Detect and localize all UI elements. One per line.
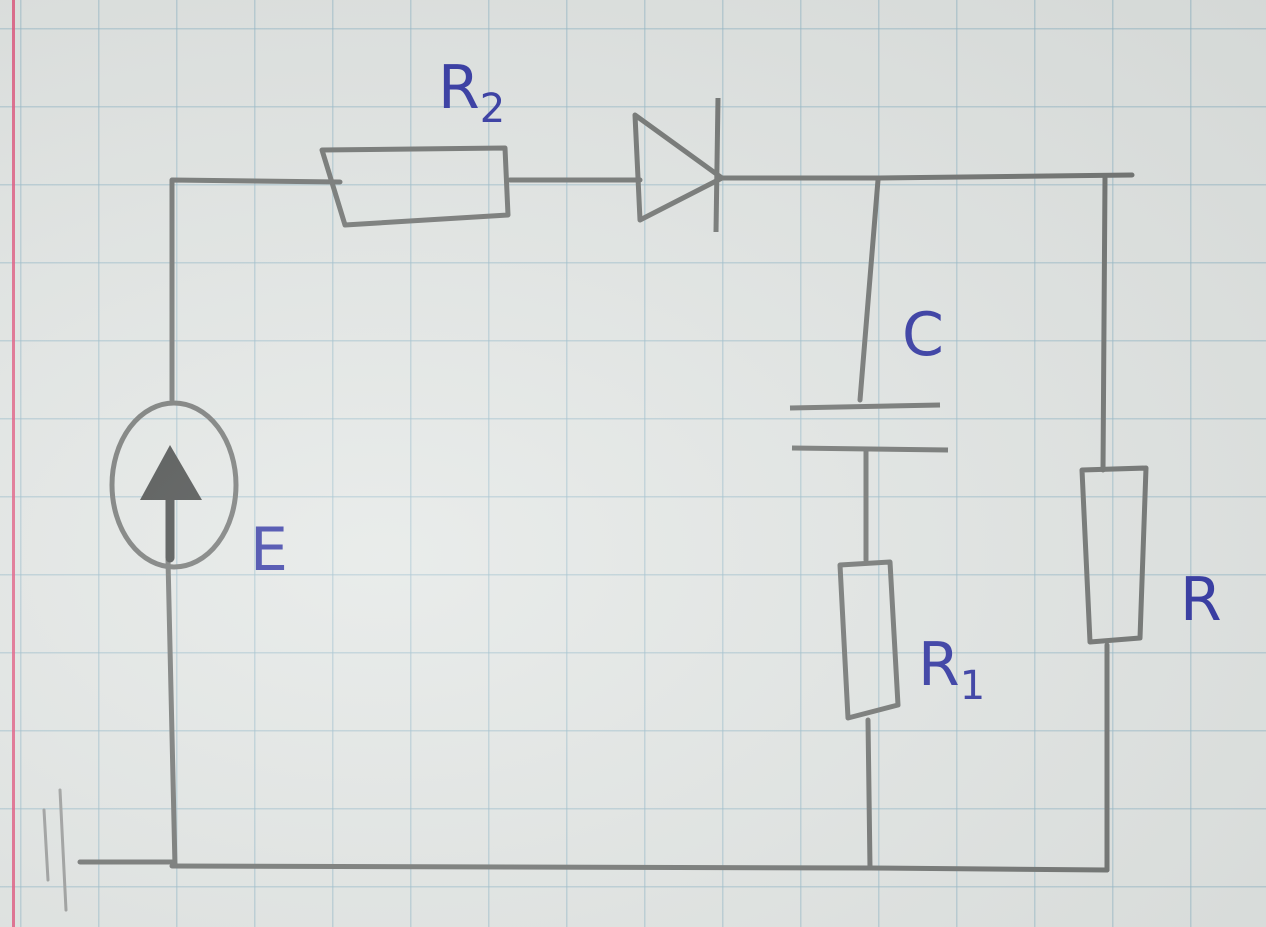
- wire-cap-top: [857, 177, 881, 403]
- wire-r1-bottom: [865, 717, 873, 871]
- wire-top-right: [717, 172, 1135, 181]
- margin-line: [12, 0, 15, 927]
- label-r2: R2: [438, 53, 506, 132]
- resistor-r2: [319, 145, 511, 228]
- ground-mark-2: [42, 808, 50, 882]
- wire-left-bottom: [165, 557, 178, 869]
- ground-mark-1: [58, 788, 68, 912]
- label-r1: R1: [918, 630, 986, 709]
- capacitor-plate-bottom: [791, 445, 949, 453]
- capacitor-plate-top: [789, 402, 941, 411]
- diode: [632, 112, 725, 223]
- label-r: R: [1180, 565, 1222, 635]
- resistor-r: [1079, 465, 1149, 645]
- wire-right-top: [1100, 175, 1108, 473]
- label-c: C: [902, 300, 944, 370]
- label-e: E: [250, 515, 288, 585]
- resistor-r1: [837, 559, 901, 721]
- wire-bottom: [169, 863, 1110, 873]
- diode-bar: [713, 97, 721, 233]
- wire-top-left: [169, 177, 343, 403]
- voltage-source-arrow-icon: [140, 445, 202, 500]
- voltage-source-circle: [109, 400, 239, 570]
